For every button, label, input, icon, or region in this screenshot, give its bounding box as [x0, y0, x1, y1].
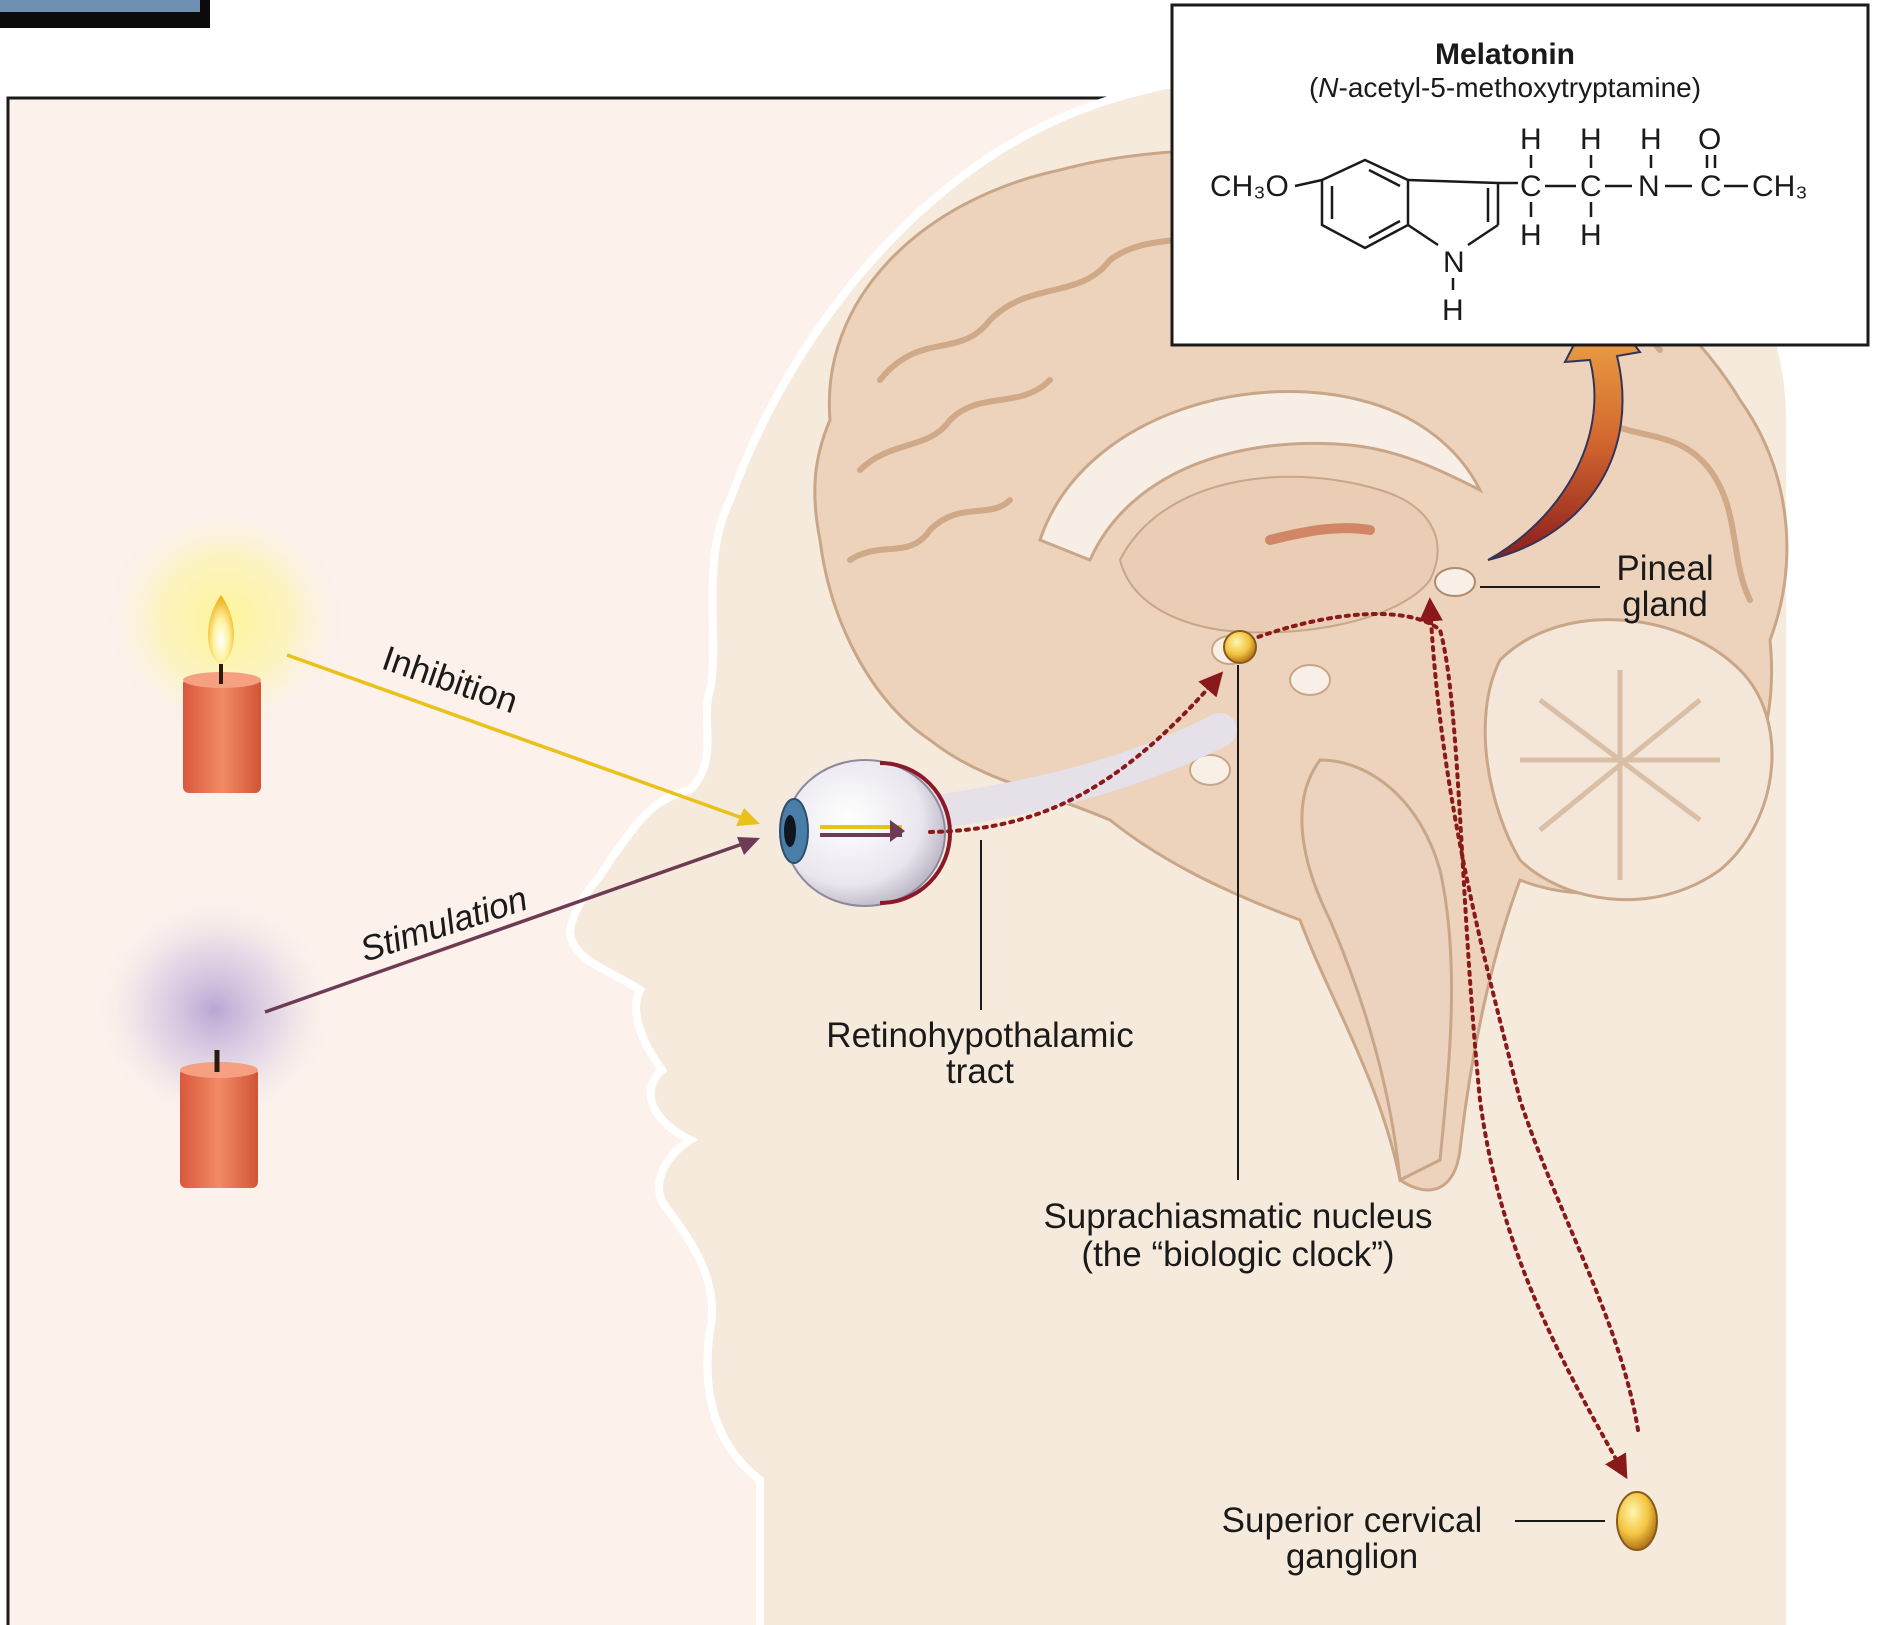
svg-text:CH₃: CH₃ — [1752, 170, 1808, 203]
svg-text:N: N — [1443, 246, 1465, 279]
unlit-candle-icon — [180, 1050, 258, 1188]
svg-text:N: N — [1638, 170, 1660, 203]
svg-text:O: O — [1698, 123, 1721, 156]
svg-text:H: H — [1520, 219, 1542, 252]
svg-text:H: H — [1580, 123, 1602, 156]
pineal-gland-shape — [1435, 568, 1475, 596]
svg-text:C: C — [1580, 170, 1602, 203]
scn-label-line1: Suprachiasmatic nucleus — [1043, 1197, 1432, 1236]
pineal-label-line2: gland — [1622, 585, 1708, 624]
pineal-label-line1: Pineal — [1616, 549, 1713, 588]
ganglion-node — [1617, 1492, 1657, 1550]
svg-text:CH₃O: CH₃O — [1210, 170, 1289, 203]
svg-text:H: H — [1520, 123, 1542, 156]
svg-text:H: H — [1640, 123, 1662, 156]
svg-text:H: H — [1442, 294, 1464, 327]
melatonin-subtitle: (N-acetyl-5-methoxytryptamine) — [1309, 72, 1701, 103]
rht-label-line1: Retinohypothalamic — [826, 1016, 1133, 1055]
svg-text:C: C — [1520, 170, 1542, 203]
photo-strip-sky — [0, 0, 200, 12]
scn-label-line2: (the “biologic clock”) — [1081, 1235, 1394, 1274]
scn-node — [1224, 631, 1256, 663]
scg-label-line2: ganglion — [1286, 1537, 1418, 1576]
scg-label-line1: Superior cervical — [1222, 1501, 1483, 1540]
melatonin-title: Melatonin — [1435, 38, 1575, 71]
svg-text:C: C — [1700, 170, 1722, 203]
svg-text:H: H — [1580, 219, 1602, 252]
rht-label-line2: tract — [946, 1052, 1014, 1091]
